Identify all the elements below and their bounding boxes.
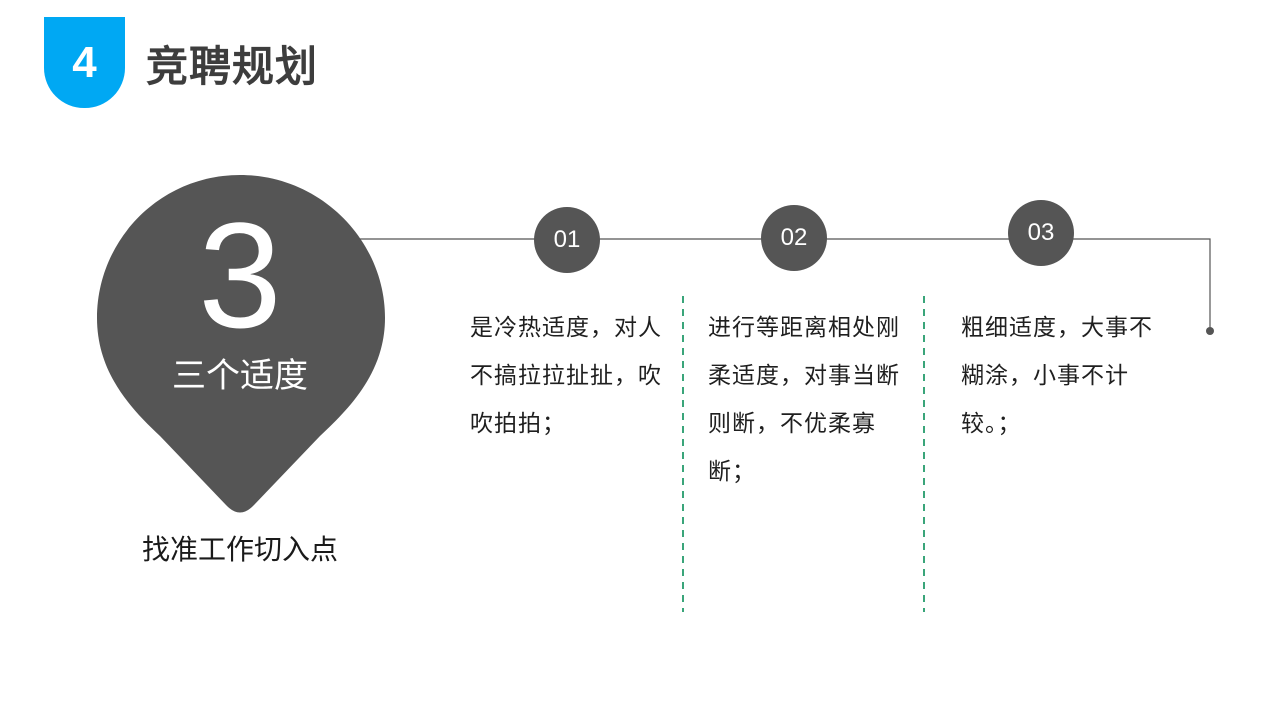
connector-line <box>360 238 1211 331</box>
step-number-03: 03 <box>1008 200 1074 266</box>
location-pin-shape <box>97 175 385 513</box>
pin-number: 3 <box>198 191 282 359</box>
section-number: 4 <box>72 37 97 87</box>
connector-end-dot <box>1206 327 1214 335</box>
page-title: 竞聘规划 <box>146 42 319 91</box>
step-text-01: 是冷热适度，对人不搞拉拉扯扯，吹吹拍拍； <box>470 315 662 437</box>
step-number-02: 02 <box>761 205 827 271</box>
pin-label: 三个适度 <box>172 356 308 396</box>
step-text-03: 粗细适度，大事不糊涂，小事不计较。； <box>961 315 1153 437</box>
step-number-01: 01 <box>534 207 600 273</box>
step-text-02: 进行等距离相处刚柔适度，对事当断则断，不优柔寡断； <box>708 315 900 485</box>
pin-caption: 找准工作切入点 <box>141 533 338 566</box>
section-number-badge: 4 <box>44 17 125 108</box>
